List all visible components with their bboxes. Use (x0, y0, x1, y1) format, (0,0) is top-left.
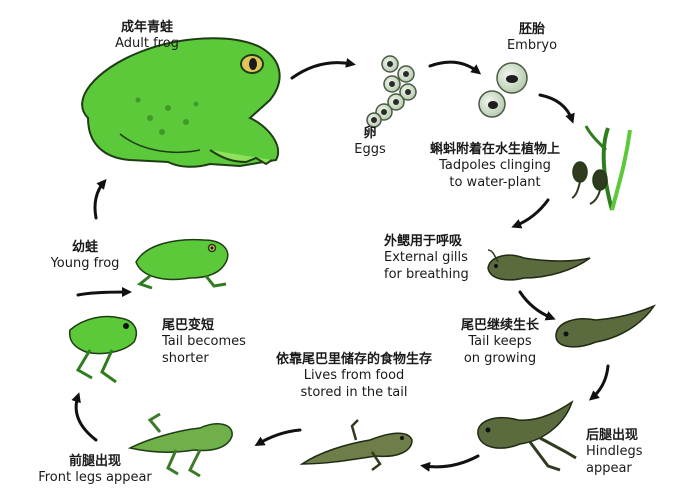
label-eggs-en: Eggs (354, 142, 386, 158)
arrow-tadpoles-to-gills (511, 198, 550, 229)
tadpole-hindlegs-illustration (477, 400, 577, 472)
label-tailgrow-zh: 尾巴继续生长 (460, 318, 539, 333)
label-tadpoles-en2: to water-plant (449, 174, 541, 190)
arrow-adult-to-eggs (290, 57, 356, 80)
embryo-illustration (478, 62, 528, 118)
label-eggs-zh: 卵 (363, 126, 377, 141)
label-tail-growing: 尾巴继续生长 Tail keeps on growing (450, 318, 550, 367)
label-eggs: 卵 Eggs (340, 126, 400, 159)
adult-frog-illustration (81, 37, 281, 168)
label-front-legs: 前腿出现 Front legs appear (20, 454, 170, 487)
froglet-front-legs-illustration (127, 412, 233, 478)
label-food: 依靠尾巴里储存的食物生存 Lives from food stored in t… (254, 352, 454, 401)
tadpoles-on-plant-illustration (571, 125, 632, 211)
label-adult-en: Adult frog (115, 36, 179, 52)
arrow-hindlegs-to-food (420, 454, 480, 472)
label-tail-shorter: 尾巴变短 Tail becomes shorter (162, 318, 272, 367)
arrow-gills-to-tail (518, 290, 556, 321)
arrow-eggs-to-embryo (428, 60, 482, 75)
arrow-food-to-frontlegs (254, 428, 302, 447)
label-gills-en1: External gills (384, 250, 468, 266)
label-young-en: Young frog (50, 256, 120, 272)
label-food-en1: Lives from food (303, 368, 405, 384)
arrow-tail-to-hindlegs (588, 364, 610, 401)
label-frontlegs-en: Front legs appear (38, 470, 152, 486)
frog-tail-shorter-illustration (68, 315, 138, 384)
arrow-young-to-adult (76, 287, 132, 298)
label-embryo-en: Embryo (506, 38, 558, 54)
label-embryo-zh: 胚胎 (518, 22, 545, 37)
label-tailshort-en2: shorter (162, 350, 209, 366)
label-food-en2: stored in the tail (300, 384, 408, 400)
arrow-frontlegs-to-young-up (71, 392, 98, 442)
label-hindlegs-en1: Hindlegs (586, 444, 643, 460)
label-embryo: 胚胎 Embryo (492, 22, 572, 55)
label-adult-frog: 成年青蛙 Adult frog (92, 20, 202, 53)
label-tadpoles-en1: Tadpoles clinging (439, 158, 551, 174)
label-adult-zh: 成年青蛙 (120, 20, 173, 35)
eggs-illustration (366, 55, 417, 128)
label-young-zh: 幼蛙 (71, 240, 98, 255)
cycle-arrows (71, 57, 610, 472)
label-hindlegs: 后腿出现 Hindlegs appear (586, 428, 666, 477)
arrow-up-to-adult (93, 178, 107, 220)
label-gills: 外鳃用于呼吸 External gills for breathing (384, 234, 494, 283)
label-tadpoles-zh: 蝌蚪附着在水生植物上 (429, 142, 560, 157)
label-food-zh: 依靠尾巴里储存的食物生存 (275, 352, 432, 367)
label-frontlegs-zh: 前腿出现 (68, 454, 121, 469)
label-tailshort-zh: 尾巴变短 (162, 318, 215, 333)
label-tadpoles: 蝌蚪附着在水生植物上 Tadpoles clinging to water-pl… (410, 142, 580, 191)
label-hindlegs-zh: 后腿出现 (586, 428, 639, 443)
label-tailgrow-en2: on growing (463, 350, 537, 366)
label-tailshort-en1: Tail becomes (162, 334, 246, 350)
tadpole-gills-illustration (487, 249, 591, 281)
arrow-embryo-to-tadpoles (538, 93, 575, 124)
young-frog-illustration (135, 238, 229, 290)
tadpole-tail-growing-illustration (555, 304, 657, 348)
label-young-frog: 幼蛙 Young frog (40, 240, 130, 273)
label-gills-zh: 外鳃用于呼吸 (384, 234, 463, 249)
label-tailgrow-en1: Tail keeps (468, 334, 532, 350)
tadpole-legs-food-illustration (299, 419, 413, 471)
label-gills-en2: for breathing (384, 266, 469, 282)
label-hindlegs-en2: appear (586, 460, 632, 476)
